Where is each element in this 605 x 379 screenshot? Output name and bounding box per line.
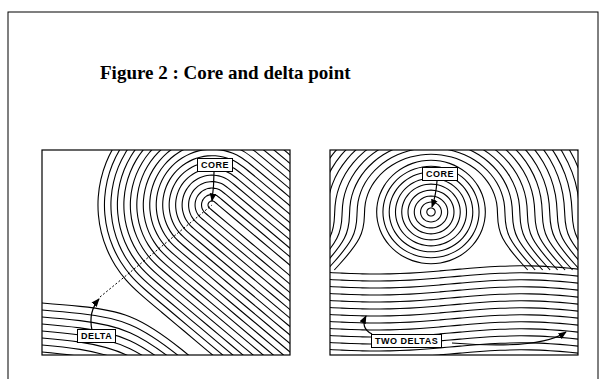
- ridge-line: [117, 150, 290, 355]
- ridge-line: [96, 150, 290, 276]
- ridge-line: [330, 150, 578, 270]
- ridge-line: [42, 330, 240, 355]
- ridge-line: [189, 182, 290, 355]
- ridge-line: [330, 150, 543, 270]
- ridge-line: [330, 150, 578, 270]
- label-text: TWO DELTAS: [375, 336, 438, 346]
- ridge-line: [427, 208, 435, 216]
- ridge-line: [330, 150, 573, 270]
- ridge-line: [377, 160, 486, 263]
- ridge-line: [330, 150, 578, 270]
- ridge-line: [93, 150, 290, 271]
- ridge-line: [71, 150, 290, 236]
- ridge-line: [330, 150, 578, 270]
- ridge-line: [68, 150, 290, 231]
- ridge-line: [389, 172, 473, 252]
- ridge-line: [130, 150, 290, 355]
- ridge-line: [81, 150, 290, 251]
- ridge-line: [65, 150, 290, 226]
- ridge-line: [109, 150, 290, 296]
- ridge-line: [87, 150, 290, 261]
- ridge-line: [42, 316, 240, 355]
- pointer-arrow: [212, 172, 214, 201]
- ridge-line: [195, 188, 290, 355]
- ridge-line: [408, 190, 454, 234]
- label-box: CORE: [197, 158, 233, 172]
- ridge-line: [330, 350, 578, 355]
- ridge-line: [334, 154, 527, 270]
- ridge-line: [383, 166, 479, 258]
- ridge-line: [330, 150, 578, 270]
- ridge-line: [330, 150, 578, 270]
- ridge-line: [330, 150, 550, 270]
- ridge-line: [414, 196, 447, 228]
- ridge-line: [330, 150, 578, 270]
- ridge-line: [330, 150, 578, 270]
- ridge-line: [42, 351, 240, 355]
- ridge-line: [330, 150, 578, 270]
- ridge-line: [42, 344, 240, 355]
- ridge-line: [78, 150, 290, 246]
- ridge-line: [104, 150, 290, 355]
- pointer-arrow: [91, 299, 99, 330]
- ridge-line: [163, 156, 290, 355]
- core-delta-line: [100, 205, 212, 297]
- label-box: CORE: [422, 167, 458, 181]
- whorl-ridges: [330, 150, 578, 355]
- label-box: TWO DELTAS: [371, 334, 442, 348]
- ridge-line: [330, 150, 578, 270]
- pointer-arrow: [432, 181, 437, 207]
- ridge-line: [42, 323, 240, 355]
- ridge-line: [74, 150, 290, 241]
- ridge-line: [330, 150, 578, 270]
- ridge-line: [105, 150, 290, 291]
- ridge-line: [330, 150, 558, 270]
- ridge-line: [208, 201, 290, 355]
- ridge-line: [137, 150, 290, 355]
- ridge-line: [111, 150, 290, 355]
- panel-frame: [42, 150, 290, 355]
- ridge-line: [330, 150, 578, 270]
- ridge-line: [421, 202, 442, 222]
- outer-frame: [8, 12, 598, 379]
- label-text: CORE: [426, 169, 454, 179]
- ridge-line: [150, 150, 290, 355]
- ridge-line: [90, 150, 290, 266]
- label-text: CORE: [201, 160, 229, 170]
- ridge-line: [330, 150, 578, 270]
- ridge-line: [99, 150, 290, 281]
- ridge-line: [330, 150, 578, 270]
- panel-frame: [330, 150, 578, 355]
- label-box: DELTA: [77, 329, 116, 343]
- figure-title: Figure 2 : Core and delta point: [100, 62, 351, 84]
- ridge-line: [395, 178, 466, 246]
- ridge-line: [84, 150, 290, 256]
- ridge-line: [330, 150, 578, 270]
- ridge-line: [182, 175, 290, 355]
- ridge-line: [402, 184, 461, 240]
- ridge-line: [42, 337, 240, 355]
- loop-ridges: [42, 150, 290, 355]
- pointer-arrow: [364, 316, 372, 334]
- label-text: DELTA: [81, 331, 112, 341]
- ridge-line: [112, 150, 290, 301]
- pointer-arrow: [452, 332, 566, 345]
- ridge-line: [98, 150, 290, 355]
